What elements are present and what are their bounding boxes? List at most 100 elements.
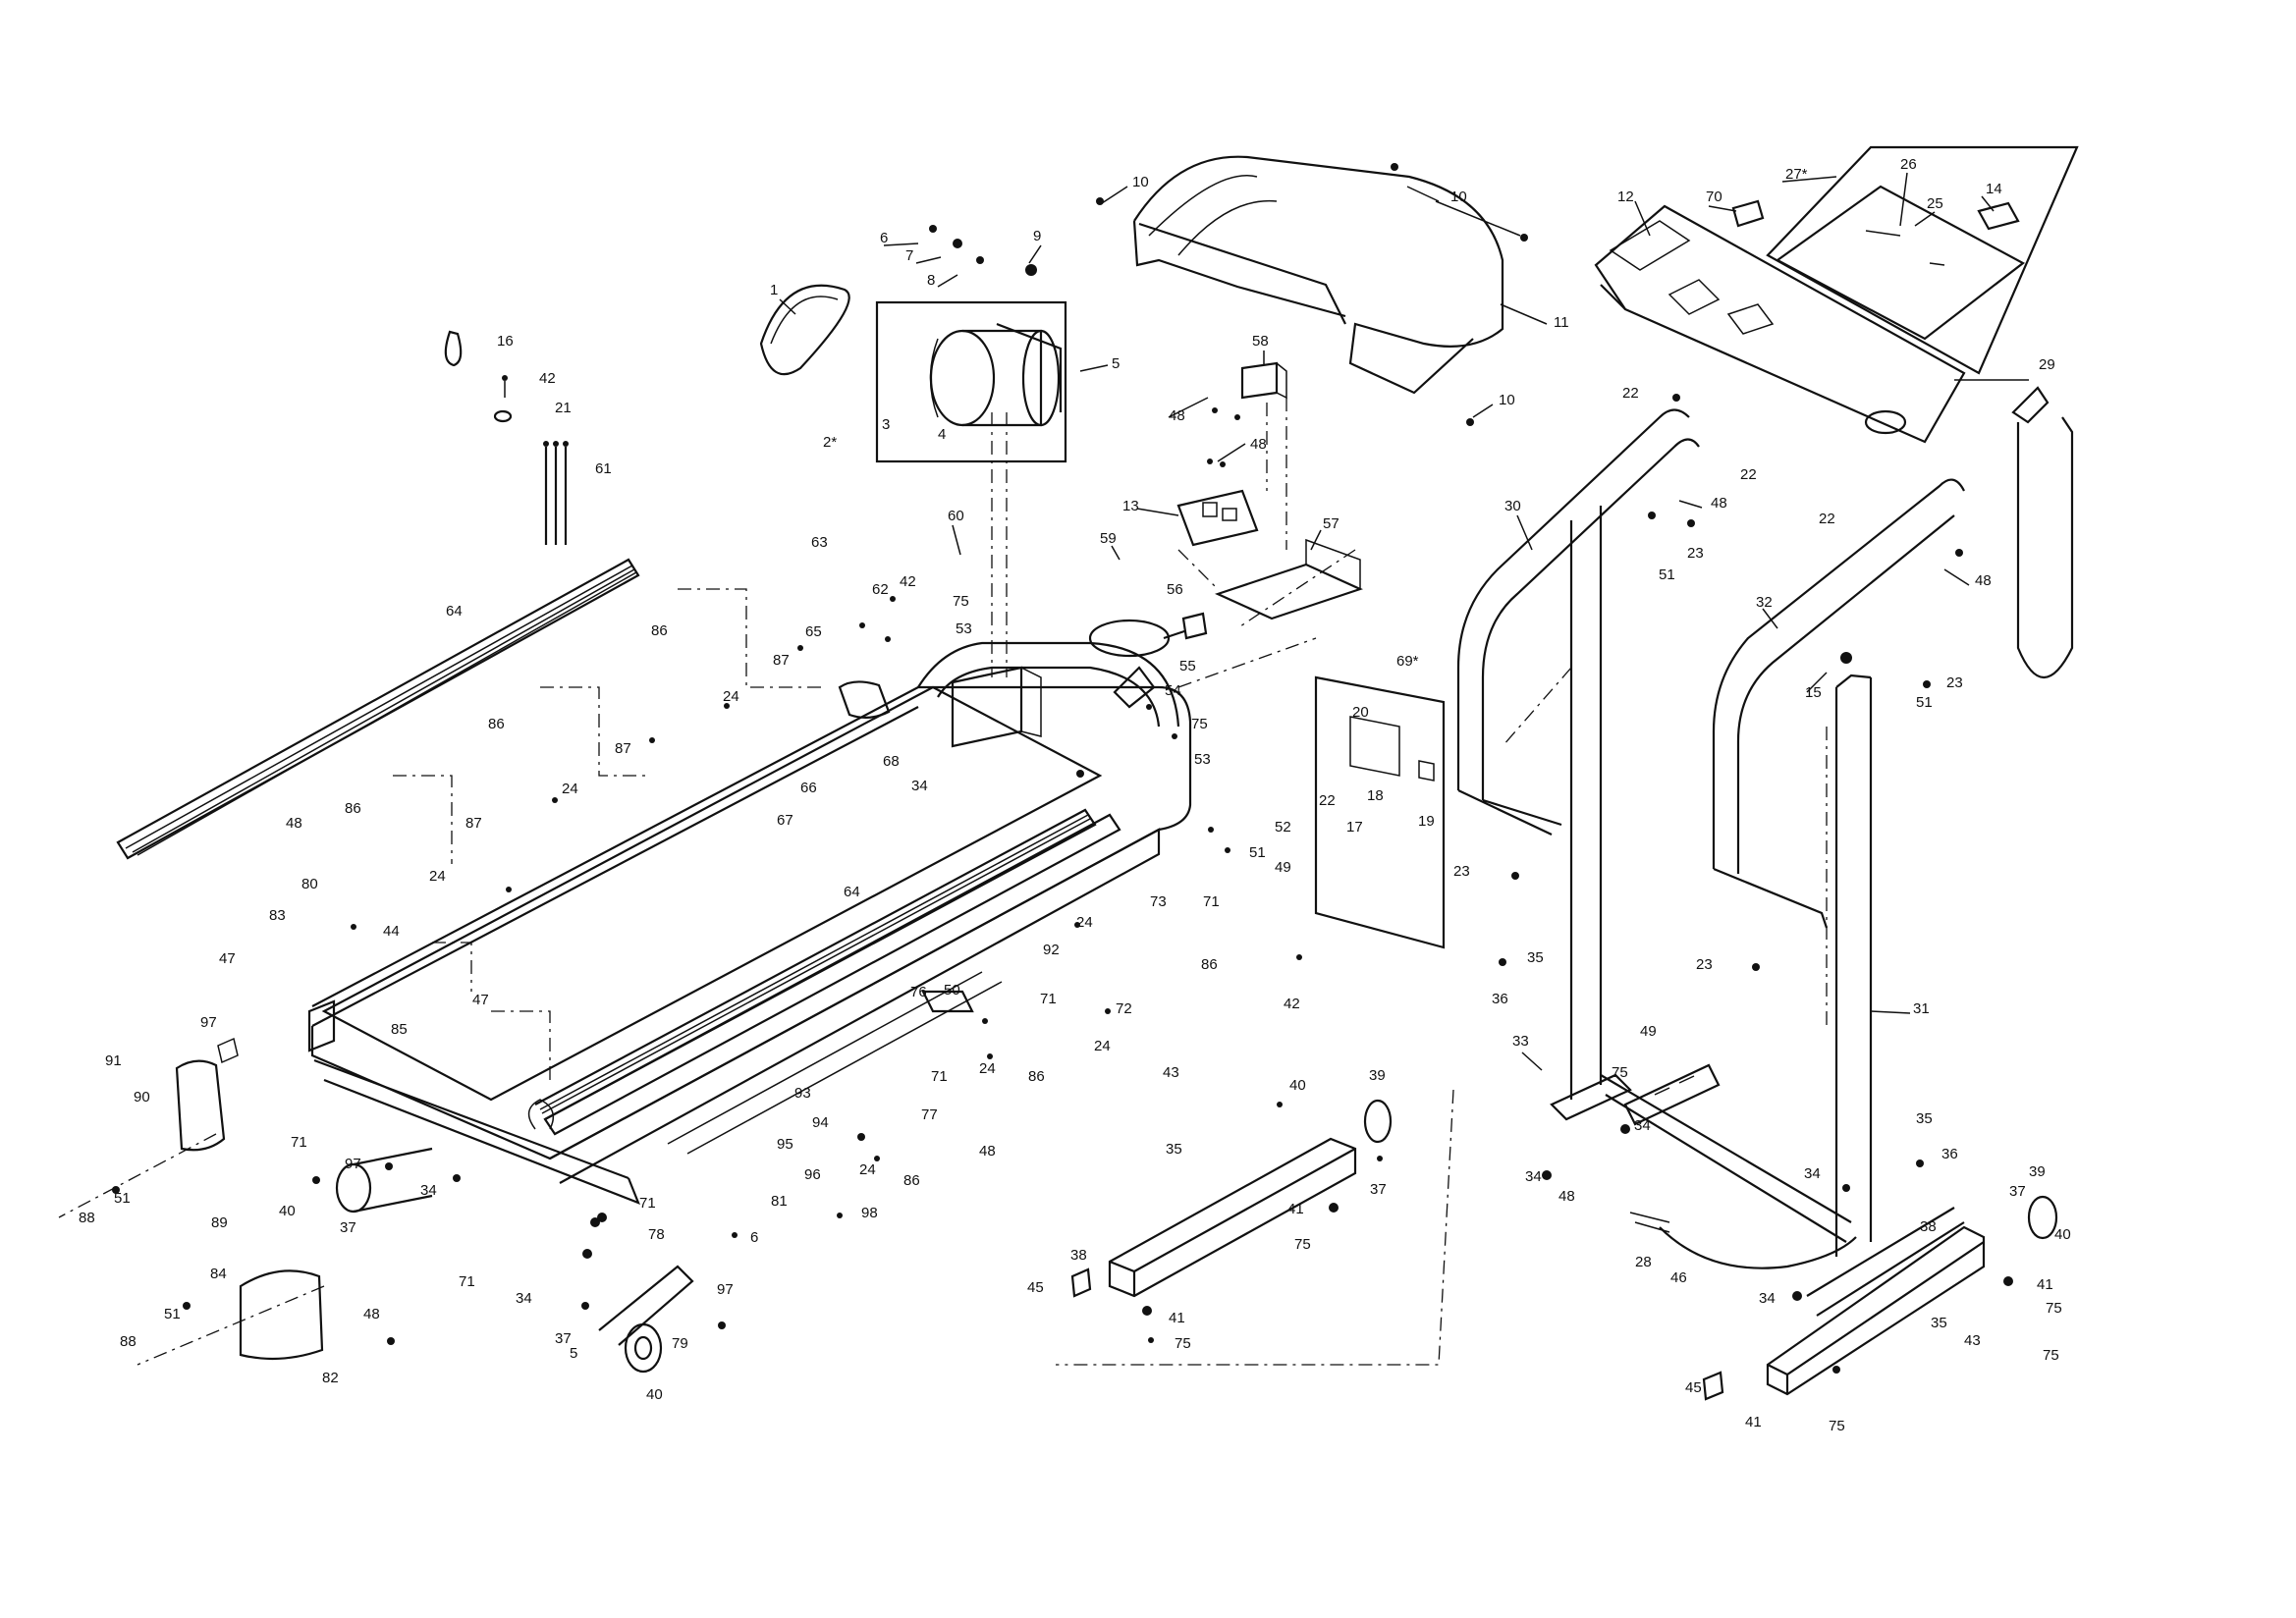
callout-24: 24 — [859, 1161, 876, 1178]
callout-37: 37 — [340, 1219, 356, 1236]
loose-rail-64 — [116, 558, 640, 860]
callout-8: 8 — [927, 272, 935, 289]
rear-foot-37 — [335, 1147, 433, 1214]
callout-64: 64 — [446, 603, 463, 620]
callout-77: 77 — [921, 1106, 938, 1123]
callout-59: 59 — [1100, 530, 1117, 547]
callout-61: 61 — [595, 460, 612, 477]
callout-6: 6 — [880, 230, 888, 246]
callout-87: 87 — [465, 815, 482, 832]
callout-31: 31 — [1913, 1000, 1930, 1017]
callout-86: 86 — [1201, 956, 1218, 973]
callout-14: 14 — [1986, 181, 2002, 197]
callout-9: 9 — [1033, 228, 1041, 244]
callout-2: 2* — [823, 434, 837, 451]
callout-67: 67 — [777, 812, 793, 829]
callout-71: 71 — [459, 1273, 475, 1290]
callout-51: 51 — [114, 1190, 131, 1207]
callout-93: 93 — [794, 1085, 811, 1102]
right-handrail-32 — [1712, 478, 1965, 929]
callout-23: 23 — [1687, 545, 1704, 562]
callout-35: 35 — [1916, 1110, 1933, 1127]
callout-12: 12 — [1617, 189, 1634, 205]
callout-1: 1 — [770, 282, 778, 298]
callout-27: 27* — [1785, 166, 1808, 183]
callout-91: 91 — [105, 1052, 122, 1069]
callout-29: 29 — [2039, 356, 2055, 373]
callout-58: 58 — [1252, 333, 1269, 350]
callout-35: 35 — [1166, 1141, 1182, 1158]
callout-40: 40 — [279, 1203, 296, 1219]
callout-34: 34 — [1759, 1290, 1776, 1307]
callout-32: 32 — [1756, 594, 1773, 611]
callout-42: 42 — [900, 573, 916, 590]
callout-88: 88 — [79, 1210, 95, 1226]
callout-85: 85 — [391, 1021, 408, 1038]
drive-belt-1 — [759, 284, 850, 376]
wire-harness-56 — [1088, 612, 1208, 709]
callout-37: 37 — [1370, 1181, 1387, 1198]
callout-82: 82 — [322, 1370, 339, 1386]
callout-45: 45 — [1027, 1279, 1044, 1296]
callout-41: 41 — [1169, 1310, 1185, 1326]
callout-97: 97 — [345, 1156, 361, 1172]
callout-22: 22 — [1740, 466, 1757, 483]
callout-78: 78 — [648, 1226, 665, 1243]
callout-21: 21 — [555, 400, 572, 416]
callout-57: 57 — [1323, 515, 1339, 532]
callout-37: 37 — [2009, 1183, 2026, 1200]
display-overlay-27 — [1766, 145, 2079, 375]
callout-48: 48 — [1250, 436, 1267, 453]
callout-56: 56 — [1167, 581, 1183, 598]
callout-75: 75 — [1294, 1236, 1311, 1253]
callout-75: 75 — [1191, 716, 1208, 732]
callout-18: 18 — [1367, 787, 1384, 804]
callout-34: 34 — [516, 1290, 532, 1307]
motor-mount-housing — [838, 412, 1042, 748]
callout-28: 28 — [1635, 1254, 1652, 1270]
callout-5: 5 — [1112, 355, 1120, 372]
callout-44: 44 — [383, 923, 400, 940]
callout-37: 37 — [555, 1330, 572, 1347]
callout-80: 80 — [301, 876, 318, 892]
callout-25: 25 — [1927, 195, 1943, 212]
callout-55: 55 — [1179, 658, 1196, 674]
callout-69: 69* — [1396, 653, 1419, 670]
callout-92: 92 — [1043, 942, 1060, 958]
wire-harness-46 — [1629, 1212, 1857, 1269]
controller-board-13 — [1176, 489, 1259, 547]
callout-43: 43 — [1163, 1064, 1179, 1081]
callout-87: 87 — [615, 740, 631, 757]
label-70 — [1731, 199, 1765, 228]
callout-36: 36 — [1941, 1146, 1958, 1162]
callout-71: 71 — [931, 1068, 948, 1085]
callout-75: 75 — [2046, 1300, 2062, 1317]
callout-43: 43 — [1964, 1332, 1981, 1349]
callout-35: 35 — [1931, 1315, 1947, 1331]
leader-lines — [779, 172, 2029, 1071]
callout-42: 42 — [1284, 996, 1300, 1012]
callout-36: 36 — [1492, 991, 1508, 1007]
callout-62: 62 — [872, 581, 889, 598]
callout-71: 71 — [291, 1134, 307, 1151]
callout-24: 24 — [1076, 914, 1093, 931]
callout-66: 66 — [800, 780, 817, 796]
callout-81: 81 — [771, 1193, 788, 1210]
callout-34: 34 — [1804, 1165, 1821, 1182]
callout-75: 75 — [1829, 1418, 1845, 1434]
callout-90: 90 — [134, 1089, 150, 1106]
callout-76: 76 — [910, 984, 927, 1000]
drive-motor-assembly-2 — [875, 300, 1067, 463]
callout-98: 98 — [861, 1205, 878, 1221]
callout-16: 16 — [497, 333, 514, 350]
callout-24: 24 — [429, 868, 446, 885]
callout-39: 39 — [1369, 1067, 1386, 1084]
callout-34: 34 — [911, 778, 928, 794]
callout-73: 73 — [1150, 893, 1167, 910]
callout-10: 10 — [1450, 189, 1467, 205]
motor-controller-panel-69 — [1314, 675, 1446, 949]
callout-40: 40 — [1289, 1077, 1306, 1094]
callout-30: 30 — [1504, 498, 1521, 514]
callout-22: 22 — [1319, 792, 1336, 809]
callout-88: 88 — [120, 1333, 137, 1350]
